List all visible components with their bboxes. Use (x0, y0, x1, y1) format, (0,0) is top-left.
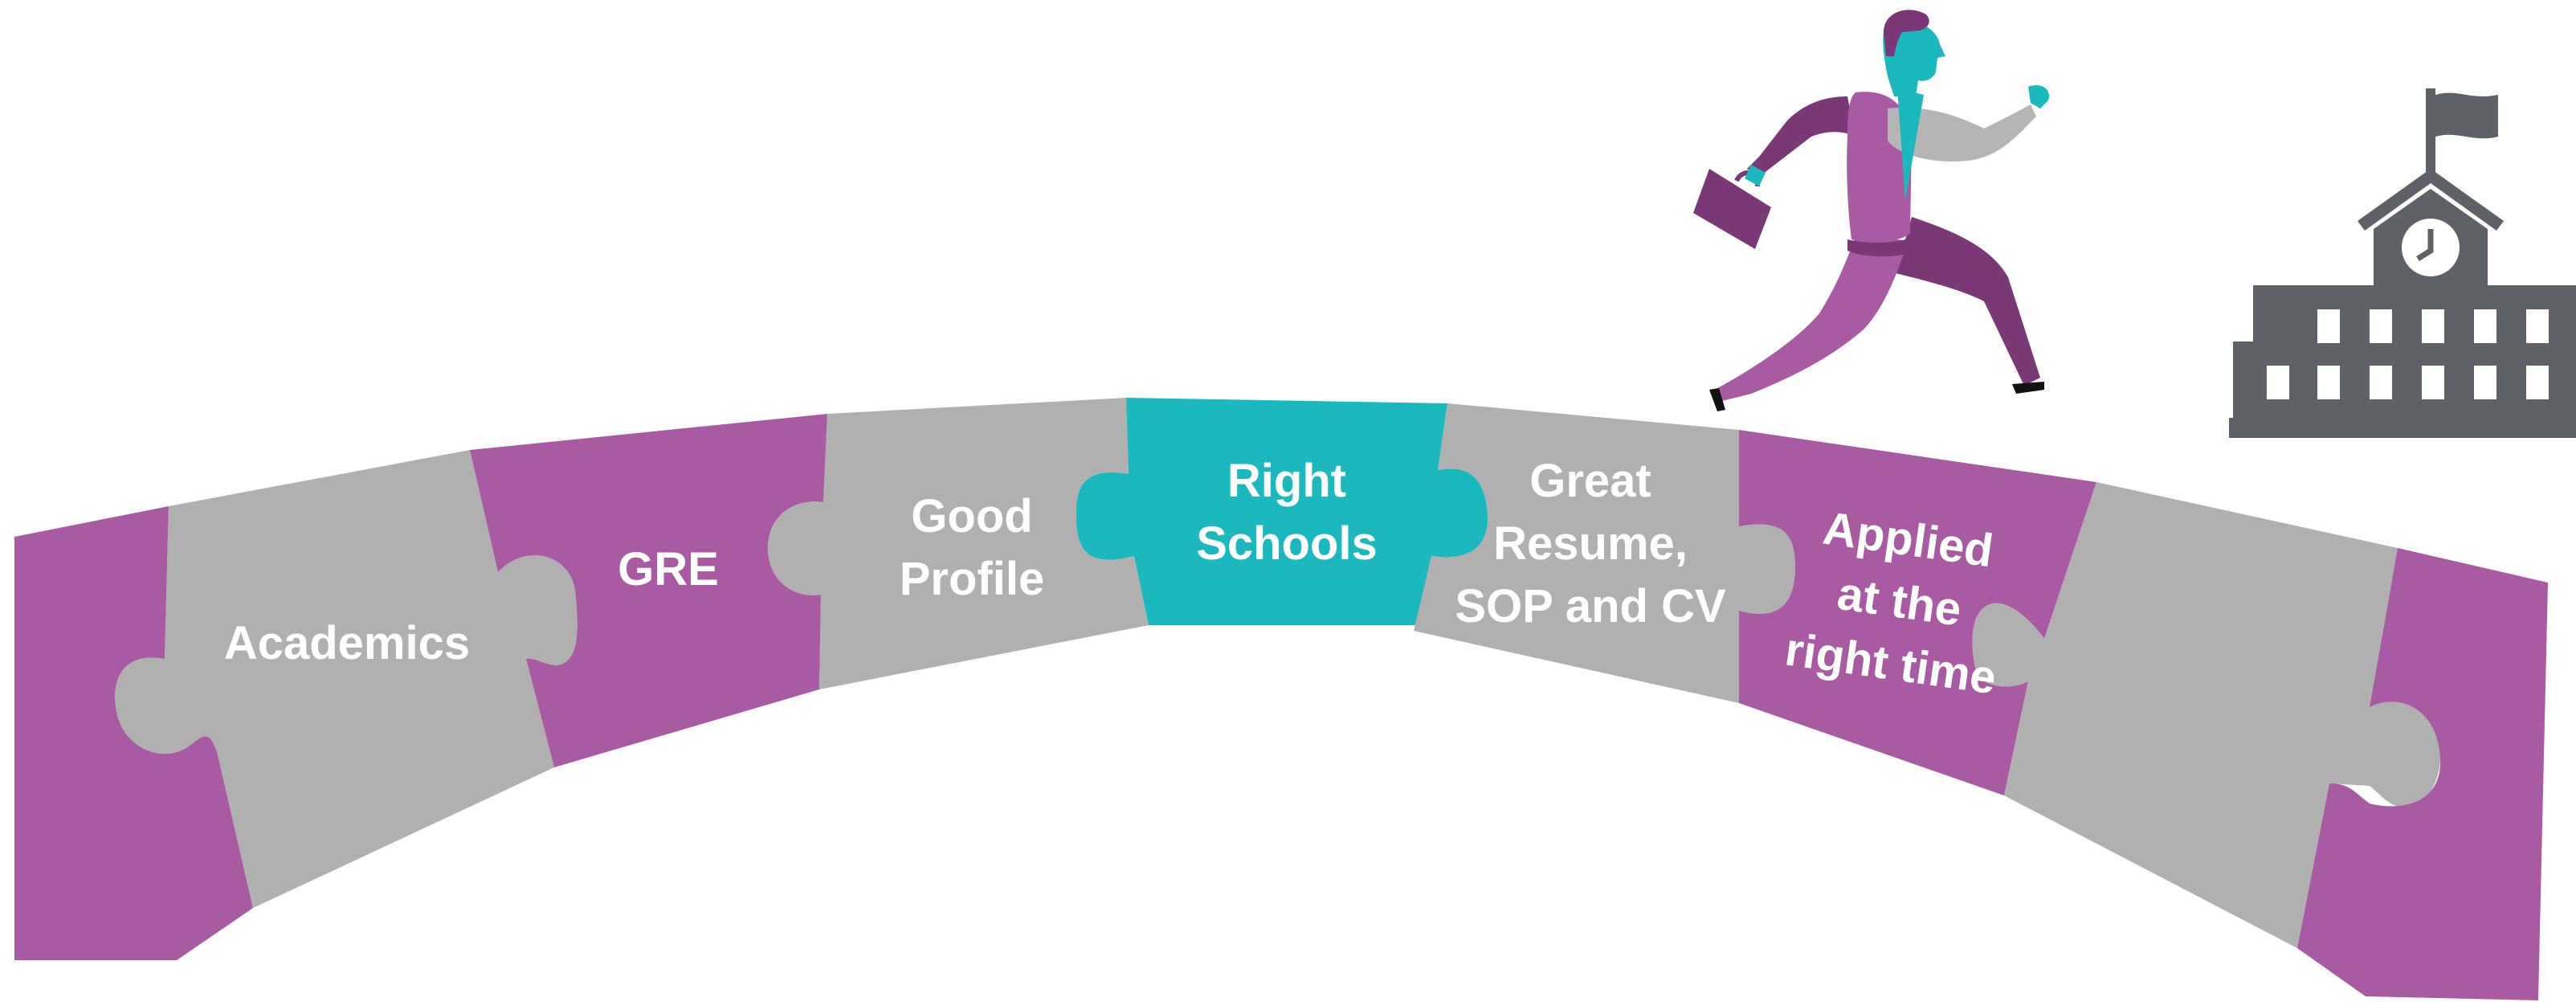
school-window (2526, 366, 2549, 399)
puzzle-piece-end-left (14, 506, 253, 960)
puzzle-piece-great-resume (1414, 403, 1795, 703)
label-line: Right (1227, 455, 1346, 507)
school-building-icon (2229, 88, 2576, 438)
label-line: SOP and CV (1455, 580, 1726, 632)
puzzle-piece-good-profile (767, 398, 1149, 689)
school-window (2422, 366, 2444, 399)
school-window (2317, 366, 2340, 399)
puzzle-piece-gre (470, 414, 827, 767)
school-window (2526, 309, 2549, 343)
label-line: Resume, (1493, 517, 1688, 570)
puzzle-piece-academics (115, 450, 578, 908)
school-window (2474, 309, 2496, 343)
label-gre: GRE (618, 543, 719, 595)
puzzle-bridge (14, 398, 2548, 1000)
school-window (2317, 309, 2340, 343)
label-line: Great (1529, 455, 1651, 507)
puzzle-piece-blank (1972, 482, 2441, 948)
label-academics: Academics (224, 617, 470, 669)
label-line: GRE (618, 543, 719, 595)
clock-icon (2402, 219, 2460, 276)
school-window (2422, 309, 2444, 343)
label-line: Good (911, 490, 1032, 542)
school-window (2474, 366, 2496, 399)
puzzle-piece-right-schools (1076, 398, 1488, 625)
puzzle-piece-applied (1739, 430, 2096, 795)
running-businessman-icon (1693, 10, 2049, 411)
label-line: Profile (900, 553, 1045, 605)
school-window (2370, 309, 2392, 343)
puzzle-piece-end-right (2297, 548, 2548, 1000)
label-line: Academics (224, 617, 470, 669)
school-window (2267, 366, 2289, 399)
label-line: Schools (1196, 517, 1378, 570)
school-window (2370, 366, 2392, 399)
flag-icon (2435, 92, 2498, 139)
